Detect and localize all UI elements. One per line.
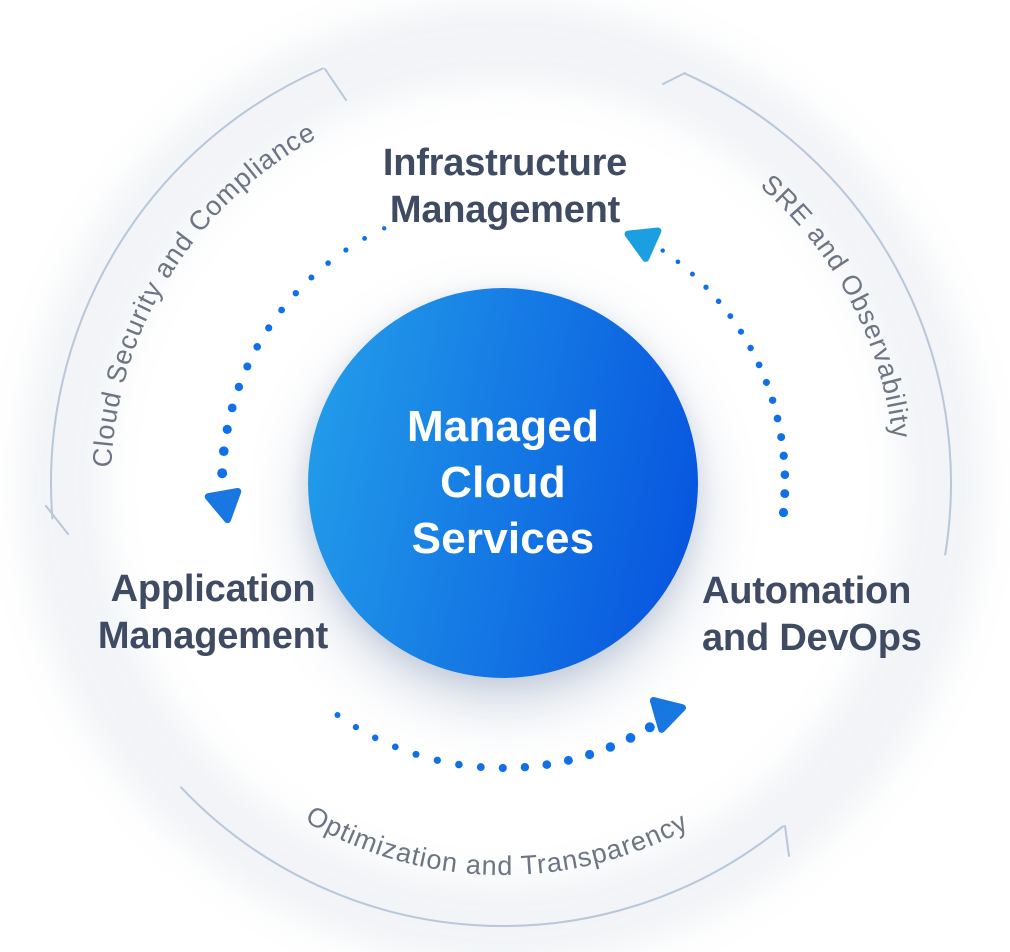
arc-dot bbox=[334, 712, 341, 718]
arc-dot bbox=[219, 446, 229, 457]
hub-title-line: Managed bbox=[406, 402, 600, 451]
arc-dot bbox=[727, 313, 734, 320]
arc-dot bbox=[433, 756, 441, 764]
outer-arc-line bbox=[684, 72, 952, 556]
arc-dot bbox=[292, 290, 299, 297]
arc-dot bbox=[227, 403, 237, 413]
arc-dot bbox=[253, 343, 261, 351]
hub-title-line: Cloud bbox=[440, 458, 566, 507]
arc-dot bbox=[780, 470, 790, 480]
hub-title-line: Services bbox=[411, 514, 595, 563]
arc-dot bbox=[371, 734, 379, 742]
node-label-line: and DevOps bbox=[702, 617, 922, 659]
arc-dot bbox=[362, 236, 367, 241]
arc-dot bbox=[234, 382, 244, 392]
arc-dot bbox=[455, 760, 463, 769]
arc-dot bbox=[747, 344, 754, 352]
arc-dot bbox=[703, 284, 709, 290]
outer-arc-line bbox=[324, 68, 347, 101]
arc-dot bbox=[777, 433, 786, 442]
arc-dot bbox=[773, 414, 782, 423]
outer-arc-line bbox=[784, 825, 790, 857]
outer-arc-line bbox=[50, 67, 324, 520]
arc-dot bbox=[498, 763, 507, 773]
arrowhead-to-automation-icon bbox=[649, 696, 687, 733]
node-label-line: Management bbox=[389, 189, 621, 231]
arc-dot bbox=[542, 760, 552, 769]
arc-dot bbox=[476, 763, 485, 772]
arc-dot bbox=[222, 424, 232, 434]
managed-cloud-services-hub: Managed Cloud Services bbox=[308, 288, 698, 678]
arc-dot bbox=[715, 298, 722, 305]
arc-dot bbox=[625, 733, 636, 743]
arc-dot bbox=[755, 361, 763, 369]
arc-dot bbox=[520, 763, 530, 772]
arc-dot bbox=[779, 451, 788, 460]
arc-dot bbox=[563, 755, 573, 765]
node-infrastructure-management: Infrastructure Management bbox=[303, 140, 707, 234]
arc-dot bbox=[352, 723, 360, 731]
arc-dot bbox=[278, 306, 285, 314]
arc-dot bbox=[243, 362, 252, 371]
arc-dot bbox=[762, 378, 770, 386]
arc-dot bbox=[412, 750, 420, 758]
node-label-line: Automation bbox=[702, 570, 912, 612]
arc-dot bbox=[308, 274, 315, 281]
outer-arc-line bbox=[45, 505, 69, 535]
arc-dot bbox=[644, 722, 655, 733]
outer-arc-line bbox=[662, 72, 686, 85]
arc-dot bbox=[391, 743, 399, 751]
arc-dot bbox=[585, 749, 595, 760]
arc-dot bbox=[660, 248, 665, 253]
node-label-line: Management bbox=[97, 615, 329, 657]
node-application-management: Application Management bbox=[13, 566, 413, 660]
outer-arc-line bbox=[180, 786, 784, 927]
node-label-line: Application bbox=[110, 568, 316, 610]
arrowheads bbox=[204, 227, 687, 733]
soft-ring-shading bbox=[20, 0, 986, 952]
arc-dot bbox=[778, 507, 789, 518]
arrowhead-to-infrastructure-icon bbox=[624, 227, 662, 262]
node-label-line: Infrastructure bbox=[382, 142, 628, 184]
arc-dot bbox=[605, 742, 616, 752]
arc-dot bbox=[768, 396, 777, 404]
arc-dot bbox=[325, 260, 331, 266]
arc-dot bbox=[689, 271, 695, 277]
arc-dot bbox=[265, 324, 273, 332]
arc-dot bbox=[382, 226, 387, 231]
arc-dot bbox=[737, 328, 745, 335]
arc-dot bbox=[217, 468, 228, 479]
node-automation-and-devops: Automation and DevOps bbox=[702, 568, 1002, 662]
arc-dot bbox=[780, 489, 790, 499]
arc-dot bbox=[343, 247, 349, 253]
arrowhead-to-application-icon bbox=[204, 487, 242, 524]
outer-arcs bbox=[45, 67, 952, 927]
arc-dot bbox=[675, 259, 681, 265]
dotted-flow-arcs bbox=[217, 226, 790, 773]
